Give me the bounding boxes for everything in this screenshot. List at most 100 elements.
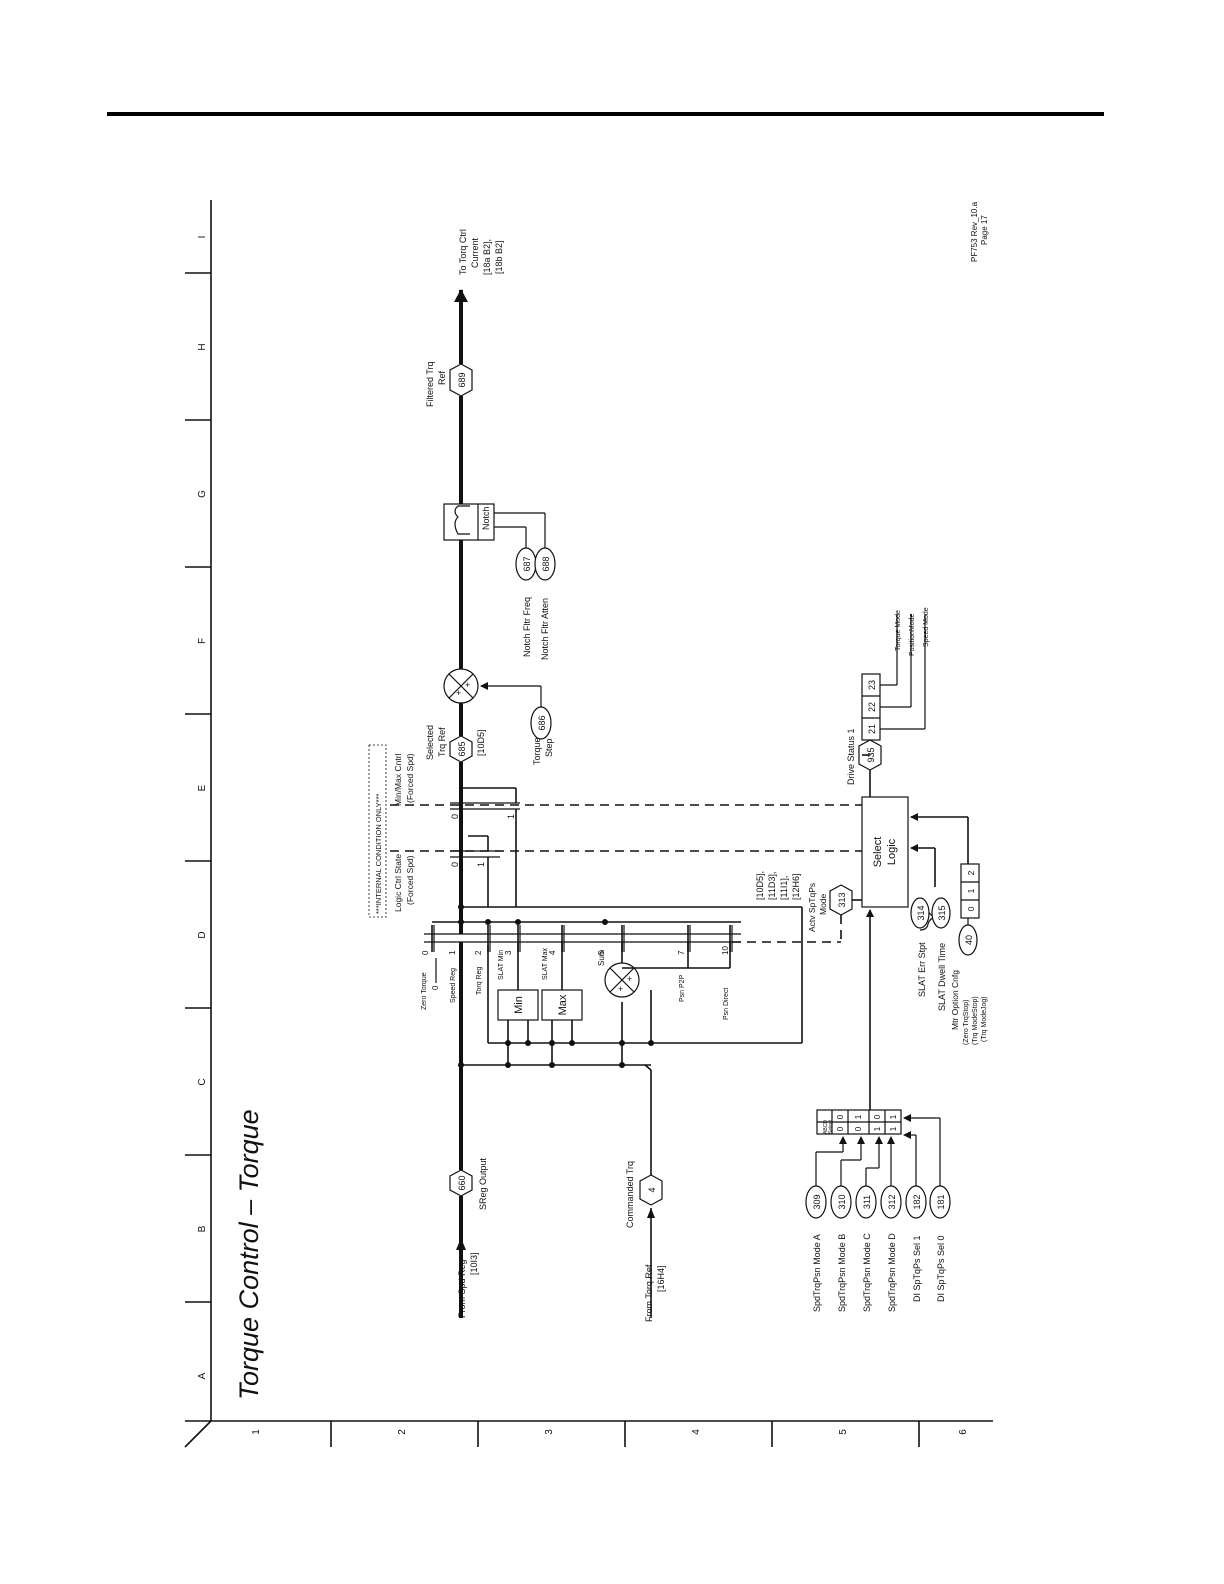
ds-bit-23: 23	[867, 680, 877, 690]
page-number-label: Page 17	[980, 215, 989, 245]
switch-labels: Zero Torque 0 Speed Reg Torq Reg SLAT Mi…	[421, 946, 730, 1020]
spd-reg-ref-label: [10I3]	[469, 1252, 479, 1275]
notch-filter: Notch 687 688 Notch Fltr Freq Notch Fltr…	[443, 503, 556, 660]
minmax-label: Min/Max Cntrl	[393, 753, 403, 806]
revision-label: PF753 Rev_10.a	[970, 201, 979, 262]
param-312-value: 312	[887, 1194, 897, 1209]
minmax-sw-0: 0	[450, 814, 460, 819]
diagram-frame	[184, 200, 993, 1448]
abcd-r3c1: 1	[889, 1114, 898, 1119]
logic-ctrl-label: Logic Ctrl State	[393, 854, 403, 912]
mtr-bit-0: 0	[966, 906, 976, 911]
param-935-value: 935	[866, 747, 876, 762]
switch-slat-max: SLAT Max	[542, 947, 549, 980]
abcd-r2c1: 0	[873, 1114, 882, 1119]
switch-psn-direct: Psn Direct	[723, 988, 730, 1020]
row-label: 5	[838, 1429, 849, 1435]
mode-inputs: 309 SpdTrqPsn Mode A 310 SpdTrqPsn Mode …	[805, 1114, 951, 1312]
selector-bus: Min Max + +	[424, 907, 803, 1068]
internal-condition: ***INTERNAL CONDITION ONLY*** Logic Ctrl…	[368, 744, 862, 918]
output-label-2: Current	[470, 237, 480, 268]
mtr-option-0: (Zero TrqStop)	[963, 999, 970, 1045]
torque-step-summer: + + 686 Torque Step	[443, 668, 554, 765]
row-label: 2	[397, 1429, 408, 1435]
col-label: G	[197, 490, 208, 498]
param-315-value: 315	[937, 905, 947, 920]
abcd-r1c0: 0	[854, 1126, 863, 1131]
param-687-value: 687	[522, 556, 532, 571]
selected-trq-label-1: Selected	[425, 725, 435, 760]
switch-num-3: 3	[504, 950, 513, 955]
zero-torque-label: Zero Torque	[421, 972, 428, 1010]
logic-sw-0: 0	[450, 862, 460, 867]
ds-torque-mode: Torque Mode	[895, 610, 902, 651]
sum-sign-1: +	[618, 984, 623, 994]
torq-ref-input: 4 From Torq Ref [16H4] Commanded Trq	[625, 1064, 666, 1322]
switch-psn-p2p: Psn P2P	[679, 974, 686, 1002]
minmax-sw-1: 1	[506, 814, 516, 819]
switch-num-5: 5	[597, 950, 606, 955]
ds-bit-22: 22	[867, 702, 877, 712]
spd-reg-input: From Spd Reg [10I3]	[456, 1238, 479, 1318]
notch-freq-label: Notch Fltr Freq	[522, 597, 532, 657]
ds-bit-21: 21	[867, 724, 877, 734]
filtered-label-2: Ref	[437, 370, 447, 385]
notch-atten-label: Notch Fltr Atten	[540, 598, 550, 660]
di-sel0-label: DI SpTqPs Sel 0	[936, 1235, 946, 1302]
param-182-value: 182	[912, 1194, 922, 1209]
row-labels: 1 2 3 4 5 6	[251, 1429, 969, 1435]
select-logic-label-1: Select	[872, 837, 884, 868]
max-block-label: Max	[557, 994, 569, 1015]
commanded-trq-label: Commanded Trq	[625, 1161, 635, 1228]
abcd-r0c1: 0	[836, 1114, 845, 1119]
switch-num-10: 10	[721, 946, 730, 955]
selected-trq-node: 685 Selected Trq Ref [10D5]	[425, 725, 486, 763]
col-label: F	[197, 638, 208, 644]
switch-num-7: 7	[677, 950, 686, 955]
ds-position-mode: PositionMode	[909, 613, 916, 656]
sreg-output-label: SReg Output	[478, 1157, 488, 1210]
output-label-1: To Torq Ctrl	[458, 229, 468, 275]
torq-ref-ref-label: [16H4]	[656, 1265, 666, 1292]
min-block-label: Min	[513, 996, 525, 1014]
mtr-option-1: (Trq ModeStop)	[972, 996, 979, 1045]
output-label-4: [18b B2]	[494, 240, 504, 274]
switch-slat-min: SLAT Min	[498, 950, 505, 980]
page-title: Torque Control – Torque	[234, 1109, 264, 1400]
switch-num-0: 0	[421, 950, 430, 955]
param-660-node: 660 SReg Output	[449, 1157, 488, 1210]
param-313-value: 313	[837, 892, 847, 907]
filtered-trq-node: 689 Filtered Trq Ref	[425, 361, 473, 407]
actv-ref-2: [11I1],	[779, 876, 789, 900]
col-label: B	[197, 1225, 208, 1232]
abcd-r3c0: 1	[889, 1126, 898, 1131]
col-label: D	[197, 931, 208, 938]
logic-sw-1: 1	[476, 862, 486, 867]
param-689-value: 689	[457, 372, 467, 387]
select-logic-label-2: Logic	[886, 838, 898, 865]
row-label: 1	[251, 1429, 262, 1435]
slat-dwell-label: SLAT Dwell Time	[937, 943, 947, 1011]
slat-err-label: SLAT Err Stpt	[917, 942, 927, 997]
col-label: A	[197, 1372, 208, 1379]
col-label: C	[197, 1078, 208, 1085]
top-rule	[107, 112, 1104, 116]
param-4-value: 4	[647, 1187, 657, 1192]
col-label: I	[197, 236, 208, 239]
slat-params: 314 315 SLAT Err Stpt SLAT Dwell Time	[910, 897, 951, 1011]
param-685-value: 685	[457, 741, 467, 756]
output-label-group: To Torq Ctrl Current [18a B2], [18b B2]	[458, 229, 504, 275]
switch-sum: Sum	[597, 949, 606, 966]
selected-trq-ref: [10D5]	[476, 729, 486, 756]
param-310-value: 310	[837, 1194, 847, 1209]
torque-step-label-2: Step	[544, 738, 554, 757]
torq-ref-from-label: From Torq Ref	[644, 1264, 654, 1322]
mode-a-label: SpdTrqPsn Mode A	[812, 1234, 822, 1312]
actv-ref-3: [12H6]	[791, 873, 801, 900]
abcd-r0c0: 0	[836, 1126, 845, 1131]
minmax-sub: (Forced Spd)	[405, 753, 415, 803]
internal-banner: ***INTERNAL CONDITION ONLY***	[374, 793, 383, 914]
selected-trq-label-2: Trq Ref	[437, 727, 447, 757]
mode-d-label: SpdTrqPsn Mode D	[887, 1233, 897, 1312]
